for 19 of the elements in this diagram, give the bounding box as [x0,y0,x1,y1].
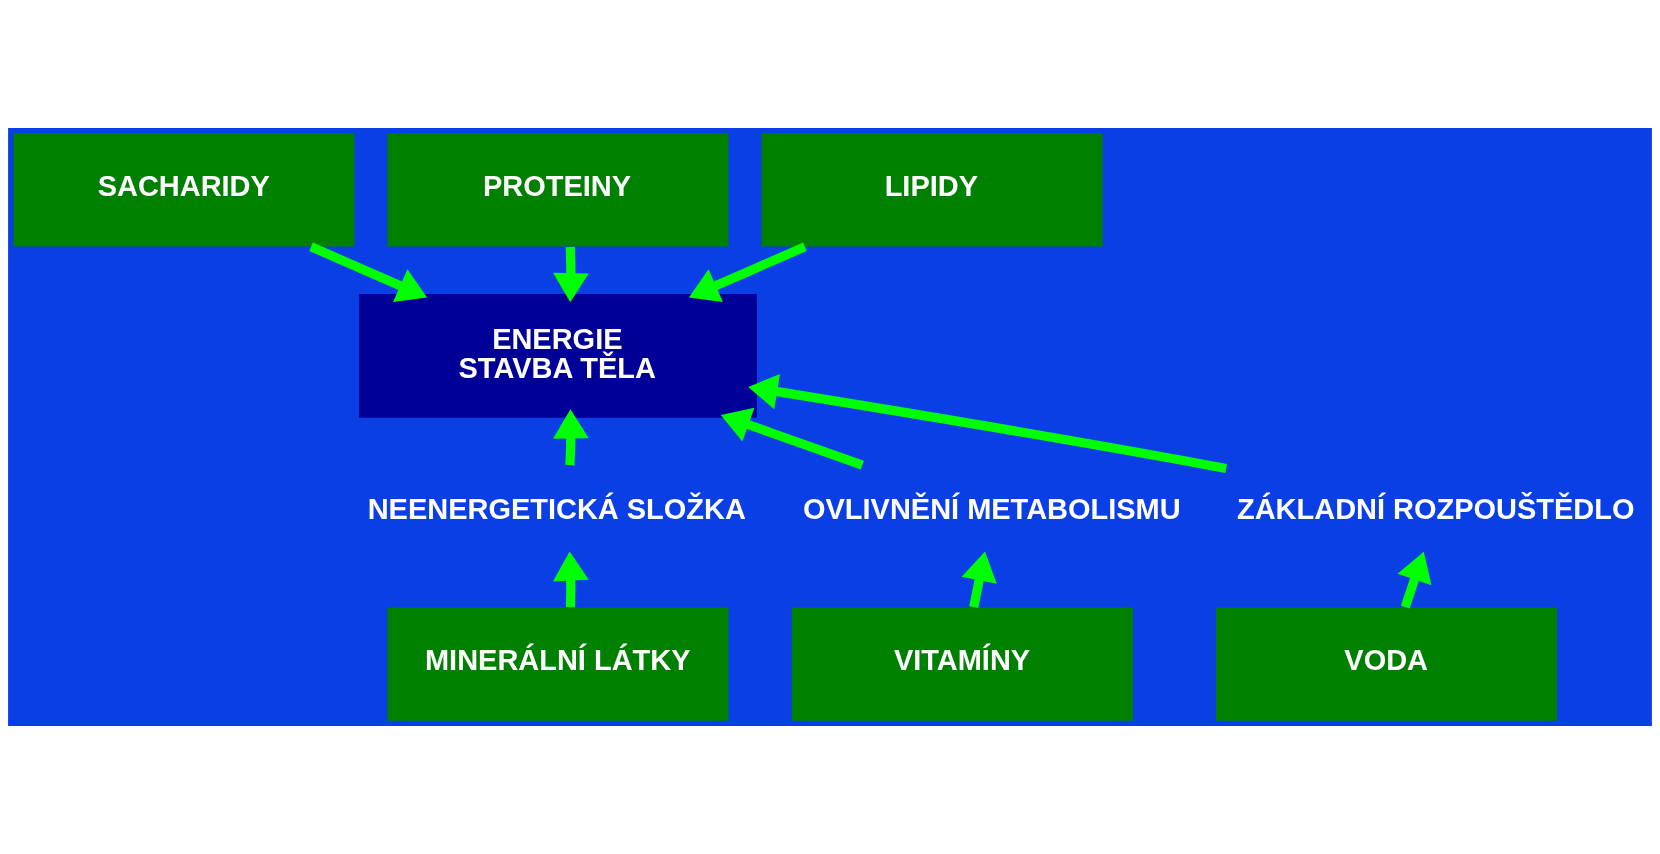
arrow [720,407,864,470]
node-box: ENERGIE STAVBA TĚLA [359,293,757,418]
node-text: OVLIVNĚNÍ METABOLISMU [803,492,1181,525]
arrow [553,246,589,303]
node-box: PROTEINY [387,133,729,247]
arrow [688,242,807,303]
arrow [1397,551,1432,609]
arrow [553,551,589,608]
node-box: LIPIDY [761,133,1103,247]
node-box: VODA [1215,607,1558,721]
arrow [748,373,1227,473]
arrow [309,242,428,303]
node-box: VITAMÍNY [791,607,1133,721]
node-text: NEENERGETICKÁ SLOŽKA [367,492,746,525]
arrow [553,409,589,466]
arrow [961,551,997,609]
node-box: MINERÁLNÍ LÁTKY [387,607,729,721]
node-box: SACHARIDY [13,133,355,247]
node-text: ZÁKLADNÍ ROZPOUŠTĚDLO [1237,492,1635,525]
